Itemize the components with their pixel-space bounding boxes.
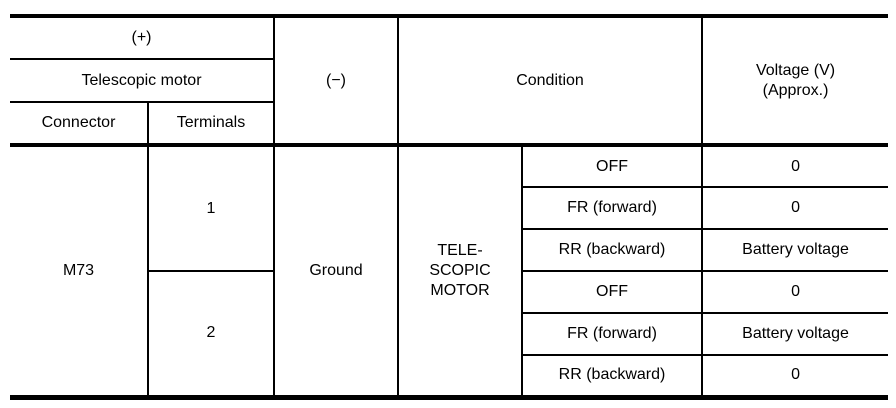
header-row-plus: (+) (−) Condition Voltage (V) (Approx.) <box>9 15 890 146</box>
cell-terminal-1: 1 <box>147 144 275 272</box>
cell-condition-t1-fr: FR (forward) <box>520 186 704 230</box>
table-row: RR (backward) Battery voltage <box>10 228 890 272</box>
table-row: 2 OFF 0 <box>10 270 890 398</box>
cell-condition-t2-rr: RR (backward) <box>520 354 704 398</box>
header-voltage: Voltage (V) (Approx.) <box>701 15 890 146</box>
table-body: M73 1 Ground TELE- SCOPIC MOTOR OFF 0 FR… <box>9 144 890 398</box>
header-minus: (−) <box>273 15 399 146</box>
header-row-connector-terminals: Connector Terminals <box>9 101 888 146</box>
header-telescopic-motor: Telescopic motor <box>9 58 275 103</box>
table-header: (+) (−) Condition Voltage (V) (Approx.) … <box>9 15 890 146</box>
cell-voltage-t1-fr: 0 <box>701 186 890 230</box>
header-condition: Condition <box>396 15 704 146</box>
header-plus: (+) <box>9 15 275 60</box>
table-row: RR (backward) 0 <box>10 354 890 398</box>
cell-connector-m73: M73 <box>9 144 149 398</box>
cell-ground: Ground <box>273 144 399 398</box>
cell-voltage-t2-off: 0 <box>701 270 890 314</box>
cell-condition-t2-fr: FR (forward) <box>520 312 704 356</box>
cell-terminal-2: 2 <box>147 270 275 398</box>
cell-condition-t1-off: OFF <box>520 144 704 188</box>
cell-condition-t1-rr: RR (backward) <box>520 228 704 272</box>
header-connector: Connector <box>9 101 149 146</box>
table-row: M73 1 Ground TELE- SCOPIC MOTOR OFF 0 <box>9 144 890 398</box>
cell-voltage-t1-off: 0 <box>701 144 890 188</box>
cell-voltage-t1-rr: Battery voltage <box>701 228 890 272</box>
voltage-spec-table-container: (+) (−) Condition Voltage (V) (Approx.) … <box>9 14 890 400</box>
table-row: FR (forward) 0 <box>10 186 890 230</box>
cell-voltage-t2-rr: 0 <box>701 354 890 398</box>
header-terminals: Terminals <box>147 101 275 146</box>
table-row: FR (forward) Battery voltage <box>10 312 890 356</box>
telescopic-motor-voltage-table: (+) (−) Condition Voltage (V) (Approx.) … <box>9 14 890 400</box>
cell-condition-t2-off: OFF <box>520 270 704 314</box>
cell-voltage-t2-fr: Battery voltage <box>701 312 890 356</box>
cell-motor-name: TELE- SCOPIC MOTOR <box>397 144 523 398</box>
header-row-telescopic-motor: Telescopic motor <box>9 58 888 103</box>
